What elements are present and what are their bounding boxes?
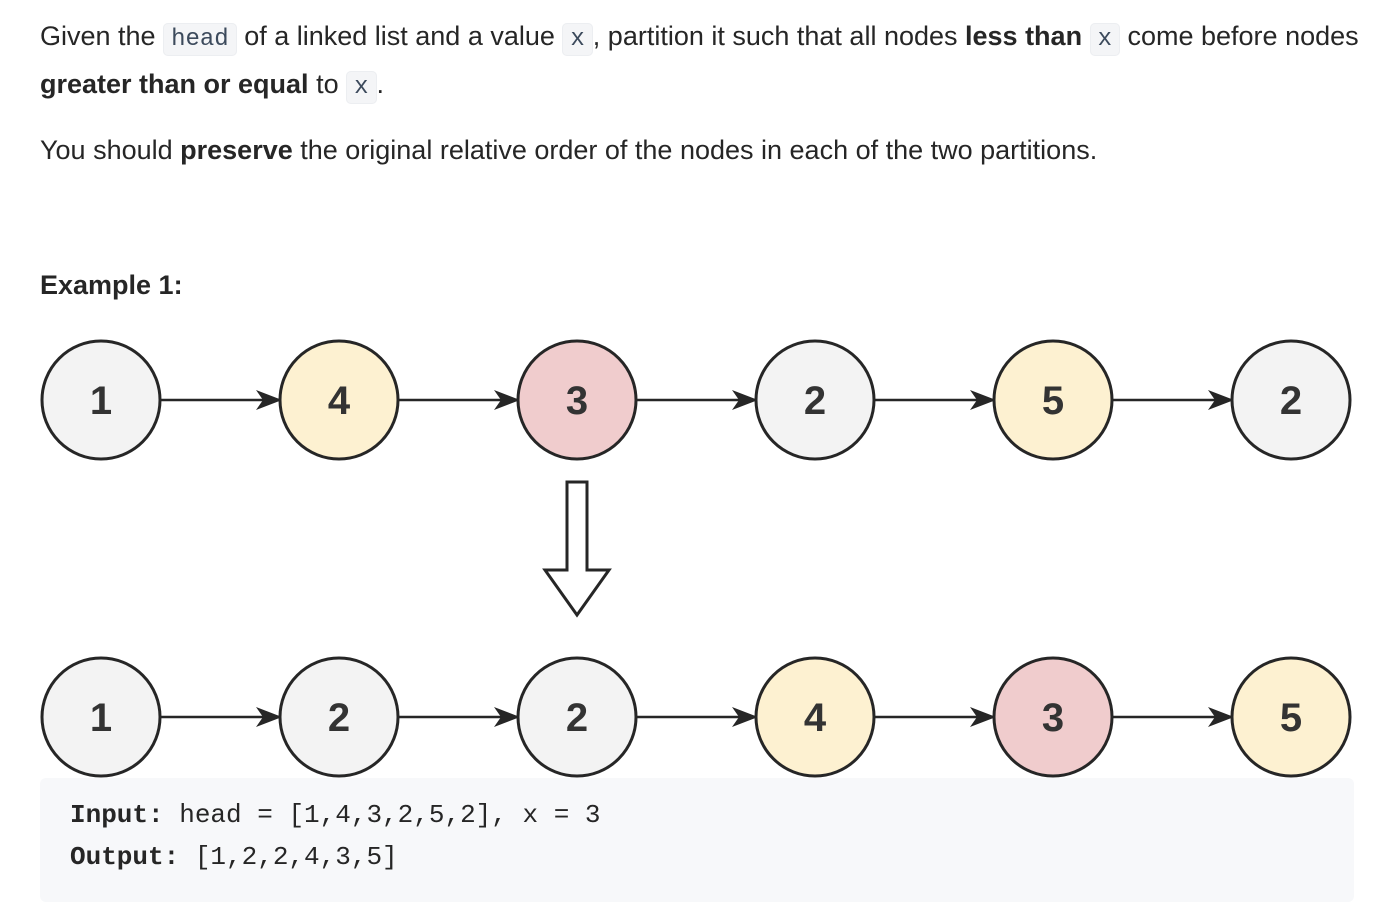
inline-code-head: head (163, 23, 237, 56)
text-segment: You should (40, 135, 181, 165)
node-value: 2 (328, 696, 350, 740)
bold-less-than: less than (965, 21, 1083, 51)
node-value: 1 (90, 379, 112, 423)
node-value: 4 (804, 696, 827, 740)
bold-preserve: preserve (180, 135, 293, 165)
list-node (1230, 339, 1352, 461)
node-value: 5 (1042, 379, 1064, 423)
input-value: head = [1,4,3,2,5,2], x = 3 (163, 800, 601, 830)
down-arrow-icon (542, 480, 612, 618)
output-label: Output: (70, 842, 180, 872)
text-segment: to (308, 69, 347, 99)
text-segment: Given the (40, 21, 164, 51)
output-line: Output: [1,2,2,4,3,5] (70, 842, 398, 872)
input-label: Input: (70, 800, 164, 830)
input-line: Input: head = [1,4,3,2,5,2], x = 3 (70, 800, 601, 830)
bold-greater-or-equal: greater than or equal (40, 69, 309, 99)
text-segment: . (376, 69, 385, 99)
text-segment: the original relative order of the nodes… (292, 135, 1098, 165)
inline-code-x: x (346, 71, 377, 104)
node-value: 2 (1280, 379, 1302, 423)
example-io-block: Input: head = [1,4,3,2,5,2], x = 3 Outpu… (40, 778, 1354, 902)
output-value: [1,2,2,4,3,5] (179, 842, 398, 872)
node-value: 2 (804, 379, 826, 423)
partitioned-list: 1 2 2 4 3 5 (40, 656, 1352, 778)
node-value: 2 (566, 696, 588, 740)
text-segment: , partition it such that all nodes (592, 21, 966, 51)
node-value: 4 (328, 379, 351, 423)
node-value: 5 (1280, 696, 1302, 740)
original-list: 1 4 3 2 5 2 (40, 339, 1352, 461)
text-segment: of a linked list and a value (236, 21, 563, 51)
list-node (1230, 656, 1352, 778)
text-segment (1082, 21, 1090, 51)
node-value: 3 (1042, 696, 1064, 740)
partition-diagram: 1 4 3 2 5 2 1 2 2 4 3 5 (40, 339, 1352, 778)
example-title: Example 1: (40, 270, 183, 300)
node-value: 1 (90, 696, 112, 740)
text-segment: come before nodes (1119, 21, 1359, 51)
inline-code-x: x (562, 23, 593, 56)
problem-note: You should preserve the original relativ… (40, 128, 1360, 172)
inline-code-x: x (1089, 23, 1120, 56)
problem-statement: Given the head of a linked list and a va… (40, 14, 1360, 110)
node-value: 3 (566, 379, 588, 423)
